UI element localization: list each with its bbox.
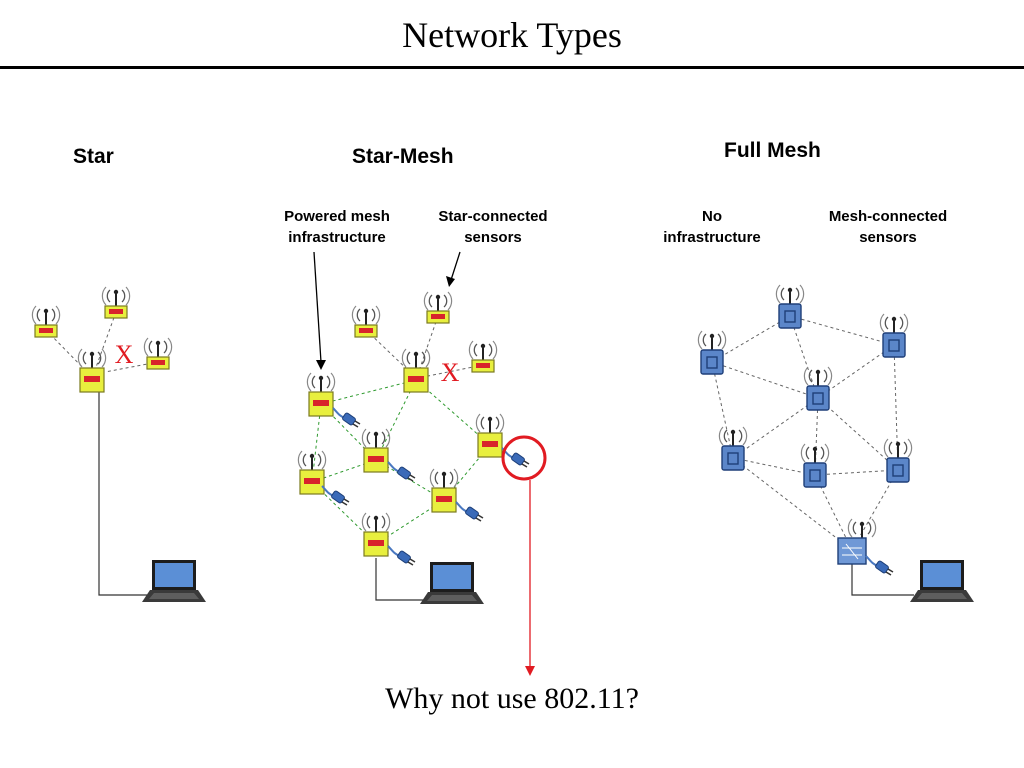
- laptop-icon: [142, 560, 206, 602]
- mesh-link: [415, 379, 491, 446]
- mesh-router: [307, 373, 334, 416]
- failure-mark-star: X: [115, 340, 134, 369]
- power-plug-icon: [332, 407, 361, 428]
- mesh-link: [311, 403, 322, 483]
- heading-star: Star: [73, 145, 114, 168]
- laptop-icon: [910, 560, 974, 602]
- mesh-link: [711, 361, 734, 459]
- full-mesh-network: [698, 285, 974, 602]
- note-line: Powered mesh: [284, 208, 390, 225]
- star-link: [45, 329, 91, 376]
- mesh-link: [789, 315, 895, 346]
- mesh-link: [789, 315, 819, 399]
- note-line: Star-connected: [438, 208, 548, 225]
- annotation-arrowhead: [446, 276, 455, 287]
- star-network: [32, 287, 206, 602]
- power-plug-icon: [865, 555, 894, 576]
- mesh-node: [698, 331, 725, 374]
- mesh-node: [884, 439, 911, 482]
- mesh-link: [732, 397, 819, 459]
- mesh-node: [719, 427, 746, 470]
- star-hub: [78, 349, 105, 392]
- mesh-router: [430, 469, 457, 512]
- mesh-link: [814, 397, 819, 476]
- highlight-arrowhead: [525, 666, 535, 676]
- note-line: infrastructure: [663, 229, 761, 246]
- mesh-router: [402, 349, 429, 392]
- star-link: [365, 329, 411, 373]
- note-star-connected: Star-connected sensors: [425, 206, 561, 248]
- highlight-circle: [501, 435, 547, 481]
- star-mesh-sensor: [352, 306, 379, 337]
- star-mesh-wired-link: [375, 558, 424, 601]
- note-line: sensors: [464, 229, 522, 246]
- mesh-node: [804, 367, 831, 410]
- star-mesh-sensor: [424, 292, 451, 323]
- mesh-link: [732, 457, 816, 476]
- star-sensor: [144, 338, 171, 369]
- annotation-arrow: [450, 251, 461, 281]
- power-plug-icon: [501, 447, 530, 468]
- mesh-link: [711, 315, 791, 363]
- power-plug-icon: [387, 461, 416, 482]
- note-powered-mesh: Powered mesh infrastructure: [270, 206, 404, 248]
- annotation-arrowhead: [316, 360, 326, 370]
- slide-title: Network Types: [402, 15, 622, 55]
- star-wired-link: [98, 392, 147, 596]
- title-underline: [0, 66, 1024, 69]
- star-sensor: [32, 306, 59, 337]
- mesh-link: [814, 469, 899, 476]
- star-mesh-sensor: [469, 341, 496, 372]
- mesh-link: [320, 379, 417, 405]
- star-link: [94, 311, 117, 371]
- mesh-link: [732, 457, 853, 551]
- note-mesh-connected: Mesh-connected sensors: [812, 206, 964, 248]
- heading-star-mesh: Star-Mesh: [352, 145, 454, 168]
- note-no-infrastructure: No infrastructure: [648, 206, 776, 248]
- power-plug-icon: [455, 501, 484, 522]
- annotation-arrow: [313, 251, 322, 363]
- mesh-router: [298, 451, 325, 494]
- full-mesh-wired-link: [851, 564, 914, 596]
- failure-mark-star-mesh: X: [441, 358, 460, 387]
- mesh-node: [880, 314, 907, 357]
- note-line: Mesh-connected: [828, 208, 948, 225]
- gateway-icon: [837, 518, 877, 565]
- mesh-node: [801, 444, 828, 487]
- mesh-router: [476, 414, 503, 457]
- mesh-router: [362, 513, 389, 556]
- star-mesh-network: [298, 292, 530, 604]
- note-line: infrastructure: [288, 229, 386, 246]
- question-text: Why not use 802.11?: [385, 682, 639, 715]
- mesh-link: [817, 397, 899, 471]
- mesh-link: [711, 361, 819, 399]
- mesh-link: [375, 379, 417, 461]
- mesh-router: [362, 429, 389, 472]
- star-sensor: [102, 287, 129, 318]
- note-line: No: [702, 208, 722, 225]
- mesh-node: [776, 285, 803, 328]
- note-line: sensors: [859, 229, 917, 246]
- power-plug-icon: [387, 545, 416, 566]
- laptop-icon: [420, 562, 484, 604]
- heading-full-mesh: Full Mesh: [724, 139, 821, 162]
